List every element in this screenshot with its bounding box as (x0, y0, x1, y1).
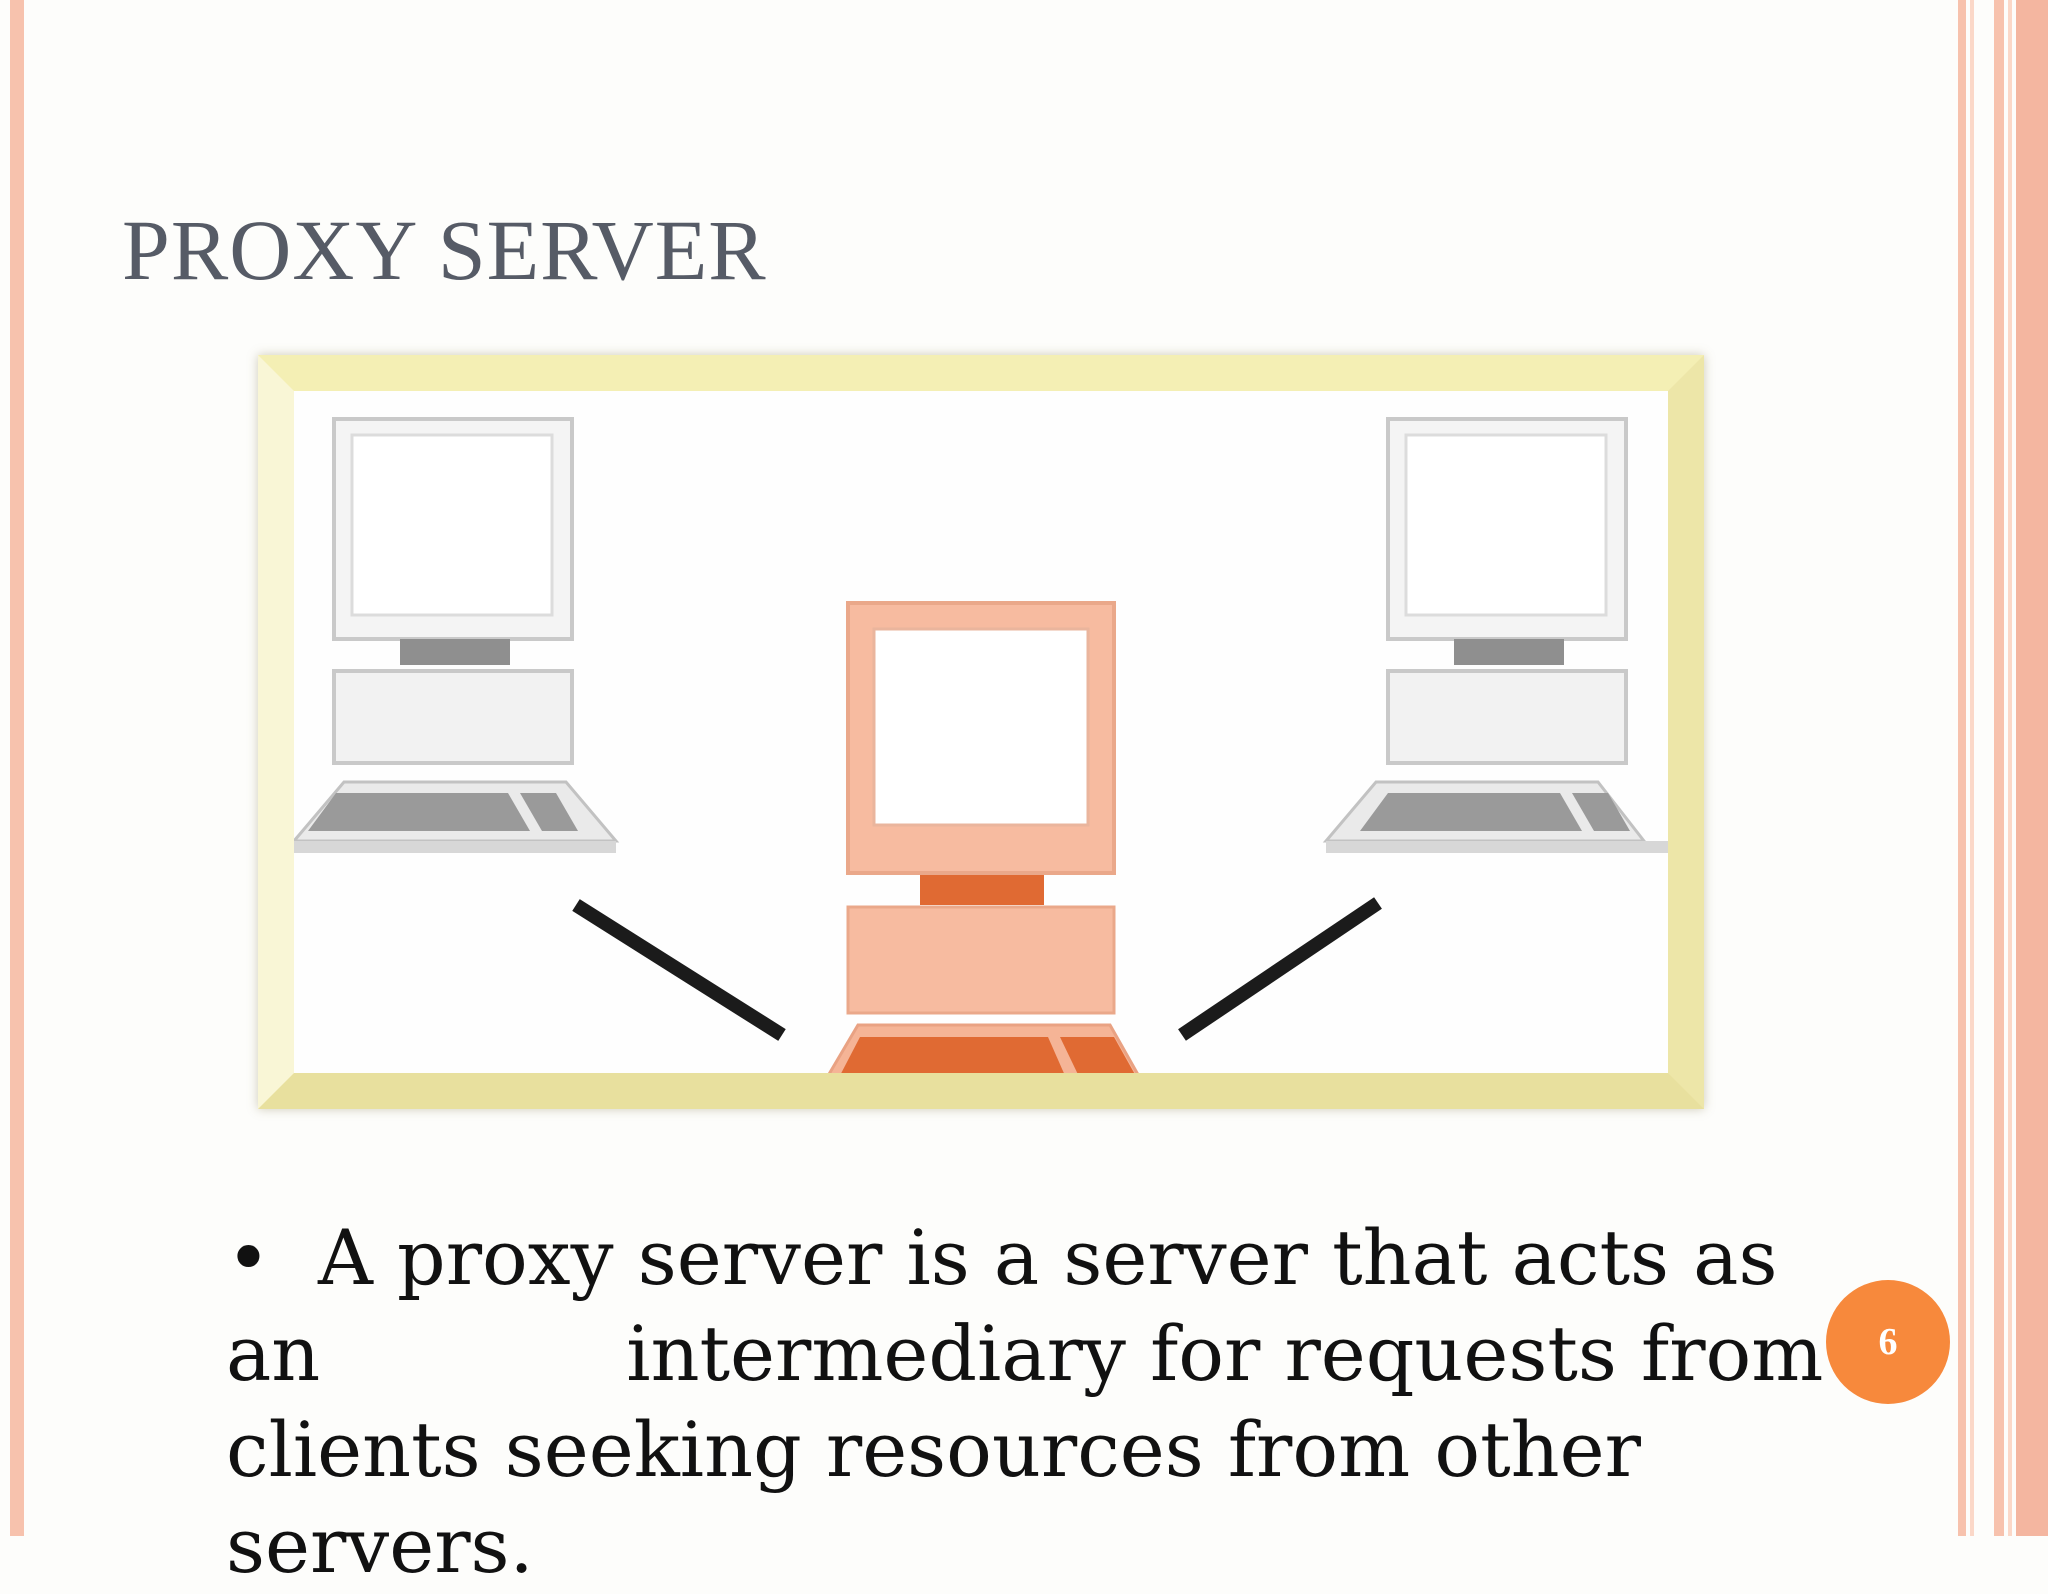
bullet-text: intermediary for requests from (626, 1309, 1824, 1398)
page-number-badge: 6 (1826, 1280, 1950, 1404)
left-border-stripe (10, 0, 24, 1536)
bullet-text: an (226, 1309, 321, 1398)
proxy-server-computer-icon (827, 601, 1139, 1073)
slide-title: PROXY SERVER (122, 202, 767, 298)
right-border-stripe (1958, 0, 1966, 1536)
bullet-marker: • (226, 1213, 271, 1302)
connection-line (1178, 897, 1382, 1041)
proxy-diagram (294, 417, 1668, 1073)
right-border-stripe (2008, 0, 2012, 1536)
right-border-stripe (1994, 0, 2004, 1536)
client-computer-icon (1322, 417, 1668, 853)
bullet-text: servers. (226, 1501, 534, 1590)
client-computer-icon (294, 417, 620, 853)
right-border-stripe (1970, 0, 1974, 1536)
bullet-text: A proxy server is a server that acts as (318, 1213, 1778, 1302)
proxy-diagram-frame (258, 355, 1704, 1109)
bullet-line-1: • A proxy server is a server that acts as (226, 1210, 1786, 1306)
slide-body-text: • A proxy server is a server that acts as… (226, 1210, 1823, 1594)
bullet-line-3: clients seeking resources from other (226, 1402, 1786, 1498)
bullet-text: clients seeking resources from other (226, 1405, 1641, 1494)
bullet-line-2: an intermediary for requests from (226, 1306, 1823, 1402)
right-border-stripe (2016, 0, 2048, 1536)
bullet-line-4: servers. (226, 1498, 1786, 1594)
connection-line (572, 899, 786, 1041)
